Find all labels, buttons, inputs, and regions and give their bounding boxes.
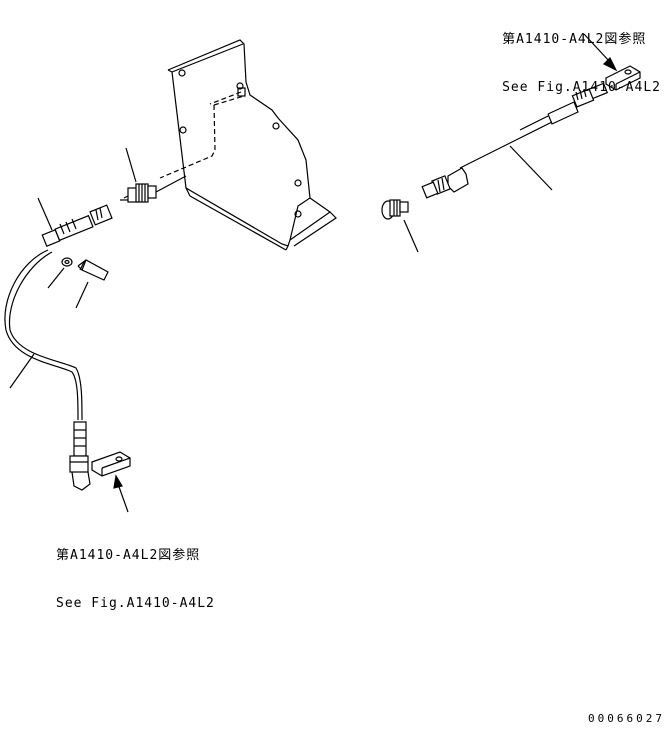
- reference-arrow-bottom: [113, 474, 129, 513]
- hose-assembly-right: [381, 65, 641, 220]
- figure-reference-bottom: 第A1410-A4L2図参照 See Fig.A1410-A4L2: [56, 516, 215, 628]
- leader-line-washer: [47, 267, 65, 289]
- leader-line-hose-fitting: [37, 197, 53, 231]
- figure-reference-top-en: See Fig.A1410-A4L2: [502, 80, 661, 95]
- mounting-bracket: [159, 39, 337, 251]
- hose-assembly-left: [4, 204, 131, 491]
- figure-reference-bottom-en: See Fig.A1410-A4L2: [56, 596, 215, 611]
- figure-reference-bottom-jp: 第A1410-A4L2図参照: [56, 548, 201, 563]
- figure-reference-top: 第A1410-A4L2図参照 See Fig.A1410-A4L2: [502, 0, 661, 112]
- bulkhead-connector: [120, 175, 187, 203]
- figure-reference-top-jp: 第A1410-A4L2図参照: [502, 32, 647, 47]
- leader-line-bolt: [75, 281, 89, 309]
- drawing-number: 00066027: [588, 712, 665, 725]
- leader-line-hose-right: [509, 145, 553, 191]
- leader-line-coupler: [403, 219, 419, 253]
- leader-line-connector: [125, 147, 137, 183]
- leader-line-hose: [9, 353, 35, 389]
- reference-arrow-top: [583, 33, 618, 72]
